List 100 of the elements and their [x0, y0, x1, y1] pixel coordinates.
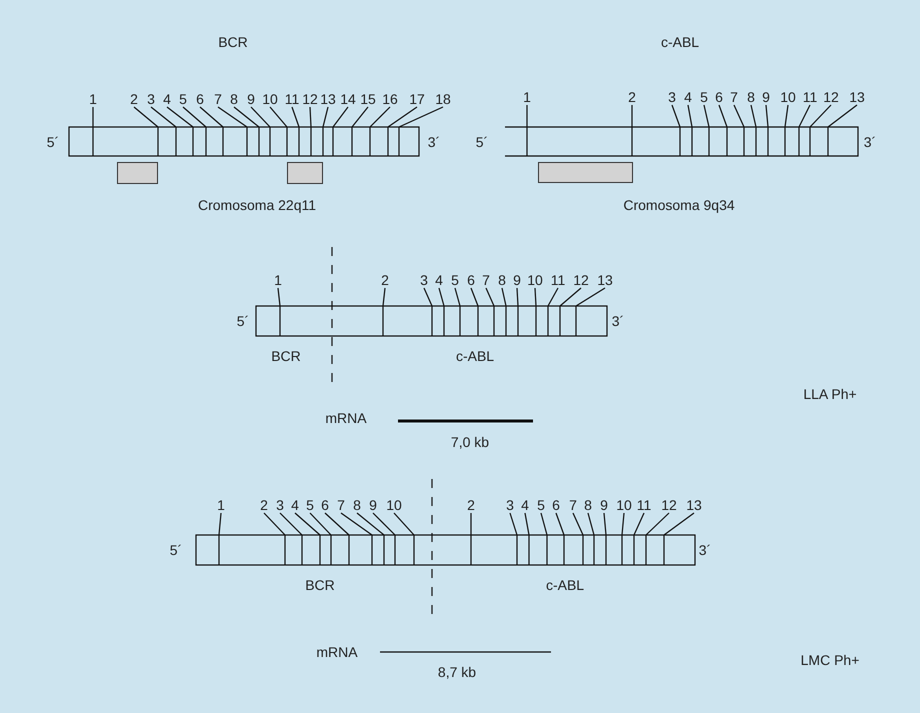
exon-number: 6	[715, 90, 723, 104]
leader-line	[182, 106, 206, 128]
exon-number: 9	[600, 498, 608, 512]
leader-line	[646, 512, 670, 536]
exon-number: 9	[762, 90, 770, 104]
exon-number: 10	[527, 273, 543, 287]
leader-line	[166, 106, 194, 128]
exon-number: 4	[684, 90, 692, 104]
leader-line	[631, 105, 633, 127]
leader-line	[454, 288, 461, 306]
exon-number: 6	[321, 498, 329, 512]
diagram-label: c-ABL	[546, 577, 584, 593]
exon-number: 8	[230, 92, 238, 106]
gene-bar	[255, 305, 608, 337]
leader-line	[703, 104, 710, 128]
exon-number: 3	[506, 498, 514, 512]
gene-bar	[195, 534, 696, 566]
exon-number: 11	[802, 90, 818, 104]
leader-line	[509, 512, 518, 536]
diagram-label: Cromosoma 22q11	[198, 197, 316, 213]
probe-region	[538, 162, 633, 183]
exon-number: 5	[537, 498, 545, 512]
exon-number: 16	[382, 92, 398, 106]
leader-line	[372, 512, 396, 536]
exon-number: 10	[616, 498, 632, 512]
exon-number: 7	[569, 498, 577, 512]
probe-region	[117, 162, 158, 184]
leader-line	[765, 104, 769, 128]
leader-line	[234, 106, 260, 128]
strand-end-label: 5´	[46, 134, 60, 150]
exon-number: 11	[636, 498, 652, 512]
leader-line	[784, 104, 789, 128]
leader-line	[322, 106, 329, 128]
exon-number: 2	[628, 90, 636, 104]
leader-line	[250, 106, 270, 128]
leader-line	[270, 106, 288, 128]
diagram-label: LMC Ph+	[800, 652, 860, 668]
exon-number: 1	[217, 498, 225, 512]
exon-number: 5	[700, 90, 708, 104]
exon-number: 12	[302, 92, 318, 106]
exon-number: 4	[163, 92, 171, 106]
leader-line	[828, 104, 858, 128]
leader-line	[718, 104, 728, 128]
strand-end-label: 5´	[170, 542, 182, 558]
strand-end-label: 5´	[236, 313, 250, 329]
leader-line	[687, 104, 693, 128]
exon-number: 7	[730, 90, 738, 104]
leader-line	[150, 106, 176, 128]
exon-number: 12	[823, 90, 839, 104]
leader-line	[280, 512, 302, 536]
strand-end-label: 3´	[428, 134, 440, 150]
exon-number: 1	[274, 273, 282, 287]
leader-line	[200, 106, 224, 128]
exon-number: 8	[747, 90, 755, 104]
exon-number: 6	[196, 92, 204, 106]
exon-number: 10	[780, 90, 796, 104]
diagram-label: BCR	[271, 348, 301, 364]
exon-number: 18	[435, 92, 451, 106]
exon-number: 1	[523, 90, 531, 104]
exon-number: 9	[369, 498, 377, 512]
diagram-label: 7,0 kb	[450, 434, 490, 450]
leader-line	[309, 106, 312, 128]
leader-line	[603, 512, 607, 536]
exon-number: 15	[360, 92, 376, 106]
strand-end-label: 5´	[476, 134, 488, 150]
strand-end-label: 3´	[612, 313, 624, 329]
leader-line	[733, 104, 745, 128]
strand-end-label: 3´	[698, 542, 712, 558]
leader-line	[264, 512, 286, 536]
leader-line	[664, 512, 694, 536]
exon-number: 8	[584, 498, 592, 512]
exon-number: 12	[573, 273, 589, 287]
exon-number: 7	[337, 498, 345, 512]
exon-number: 2	[260, 498, 268, 512]
leader-line	[501, 288, 507, 306]
leader-line	[340, 512, 372, 536]
leader-line	[394, 512, 414, 536]
exon-number: 13	[597, 273, 613, 287]
leader-line	[576, 288, 606, 306]
leader-line	[398, 106, 444, 128]
exon-number: 3	[147, 92, 155, 106]
leader-line	[810, 104, 832, 128]
exon-number: 3	[420, 273, 428, 287]
leader-line	[516, 288, 519, 306]
leader-line	[324, 512, 350, 536]
leader-line	[291, 106, 300, 128]
diagram-label: LLA Ph+	[803, 386, 857, 402]
exon-number: 5	[451, 273, 459, 287]
leader-line	[555, 512, 565, 536]
leader-line	[92, 107, 94, 127]
diagram-label: c-ABL	[660, 34, 700, 50]
leader-line	[382, 288, 386, 306]
exon-number: 17	[409, 92, 425, 106]
leader-line	[218, 512, 222, 536]
exon-number: 1	[89, 92, 97, 106]
exon-number: 9	[247, 92, 255, 106]
leader-line	[388, 106, 418, 128]
leader-line	[534, 288, 537, 306]
leader-line	[560, 288, 582, 306]
exon-number: 2	[381, 273, 389, 287]
